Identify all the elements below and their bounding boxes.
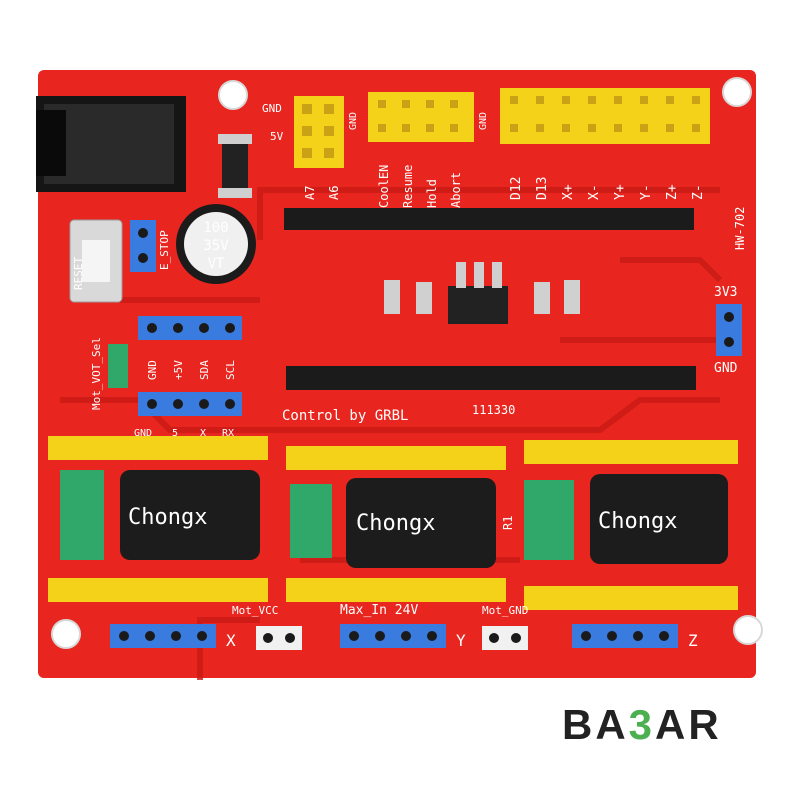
brand-right: AR (655, 701, 722, 748)
i2c-label-gnd: GND (146, 360, 159, 380)
v3v3-gnd-label: GND (714, 361, 738, 376)
arduino-socket-bottom (286, 366, 696, 390)
uart-label-rx: RX (222, 428, 234, 439)
axis-label-yminus: Y- (639, 184, 654, 200)
v3v3-header (716, 304, 742, 356)
control-pin-header (368, 92, 474, 142)
axis-label-xminus: X- (587, 184, 602, 200)
mounting-holes (51, 77, 763, 649)
max-in-label: Max_In 24V (340, 603, 418, 618)
motor-voltage-select-label: Mot_VOT_Sel (90, 337, 103, 410)
driver-y-cap-text: Chongx (356, 511, 435, 536)
axis-label-zminus: Z- (691, 184, 706, 200)
v3v3-label: 3V3 (714, 285, 737, 300)
motor-voltage-jumper[interactable] (108, 344, 128, 388)
electrolytic-capacitor: 100 35V VT (176, 204, 256, 284)
cap-line3: VT (208, 256, 225, 272)
a7-label: A7 (303, 186, 317, 200)
i2c-label-sda: SDA (198, 360, 211, 380)
driver-x-cap-text: Chongx (128, 505, 207, 530)
brand-middle: 3 (628, 701, 656, 748)
control-by-grbl-label: Control by GRBL (282, 408, 408, 424)
gnd-label-control: GND (348, 112, 359, 130)
v5-label-top: 5V (270, 130, 284, 143)
i2c-label-5v: +5V (172, 360, 185, 380)
axis-x-label: X (226, 631, 236, 650)
dc-power-jack (36, 96, 186, 192)
gnd-label-top: GND (262, 102, 282, 115)
smd-components (384, 280, 580, 314)
uart-label-5: 5 (172, 428, 178, 439)
cap-line2: 35V (203, 238, 229, 254)
axis-y-label: Y (456, 631, 466, 650)
reset-label: RESET (72, 257, 85, 290)
power-pin-header (294, 96, 344, 168)
reset-button[interactable] (69, 219, 123, 303)
stepper-x-header (110, 624, 216, 648)
mot-vcc-label: Mot_VCC (232, 604, 278, 617)
axis-label-yplus: Y+ (613, 184, 628, 200)
axis-label-d12: D12 (509, 177, 524, 200)
estop-header (130, 220, 156, 272)
axis-label-xplus: X+ (561, 184, 576, 200)
stepper-z-header (572, 624, 678, 648)
i2c-label-scl: SCL (224, 360, 237, 380)
power-terminal-gnd (482, 626, 528, 650)
driver-z-cap-text: Chongx (598, 509, 677, 534)
gnd-label-axis: GND (478, 112, 489, 130)
cap-line1: 100 (203, 220, 228, 236)
a6-label: A6 (327, 186, 341, 200)
i2c-header (138, 316, 242, 340)
axis-z-label: Z (688, 631, 698, 650)
driver-y: Chongx (286, 446, 506, 602)
driver-x: Chongx (48, 436, 268, 602)
power-terminal-vcc (256, 626, 302, 650)
arduino-socket-top (284, 208, 694, 230)
board-code-label: 111330 (472, 403, 515, 417)
header-label-resume: Resume (401, 165, 415, 208)
stepper-y-header (340, 624, 446, 648)
header-label-coolen: CoolEN (377, 165, 391, 208)
brand-left: BA (562, 701, 629, 748)
header-label-abort: Abort (449, 172, 463, 208)
axis-label-d13: D13 (535, 177, 550, 200)
header-label-hold: Hold (425, 179, 439, 208)
mot-gnd-label: Mot_GND (482, 604, 528, 617)
driver-z: Chongx (524, 440, 738, 610)
uart-header (138, 392, 242, 416)
estop-label: E_STOP (158, 230, 171, 270)
voltage-regulator (448, 262, 508, 324)
uart-label-gnd: GND (134, 428, 152, 439)
board-model-label: HW-702 (733, 207, 747, 250)
axis-pin-header (500, 88, 710, 144)
r1-label: R1 (501, 516, 515, 530)
smd-diode (222, 140, 248, 192)
axis-label-zplus: Z+ (665, 184, 680, 200)
uart-label-x: X (200, 428, 206, 439)
